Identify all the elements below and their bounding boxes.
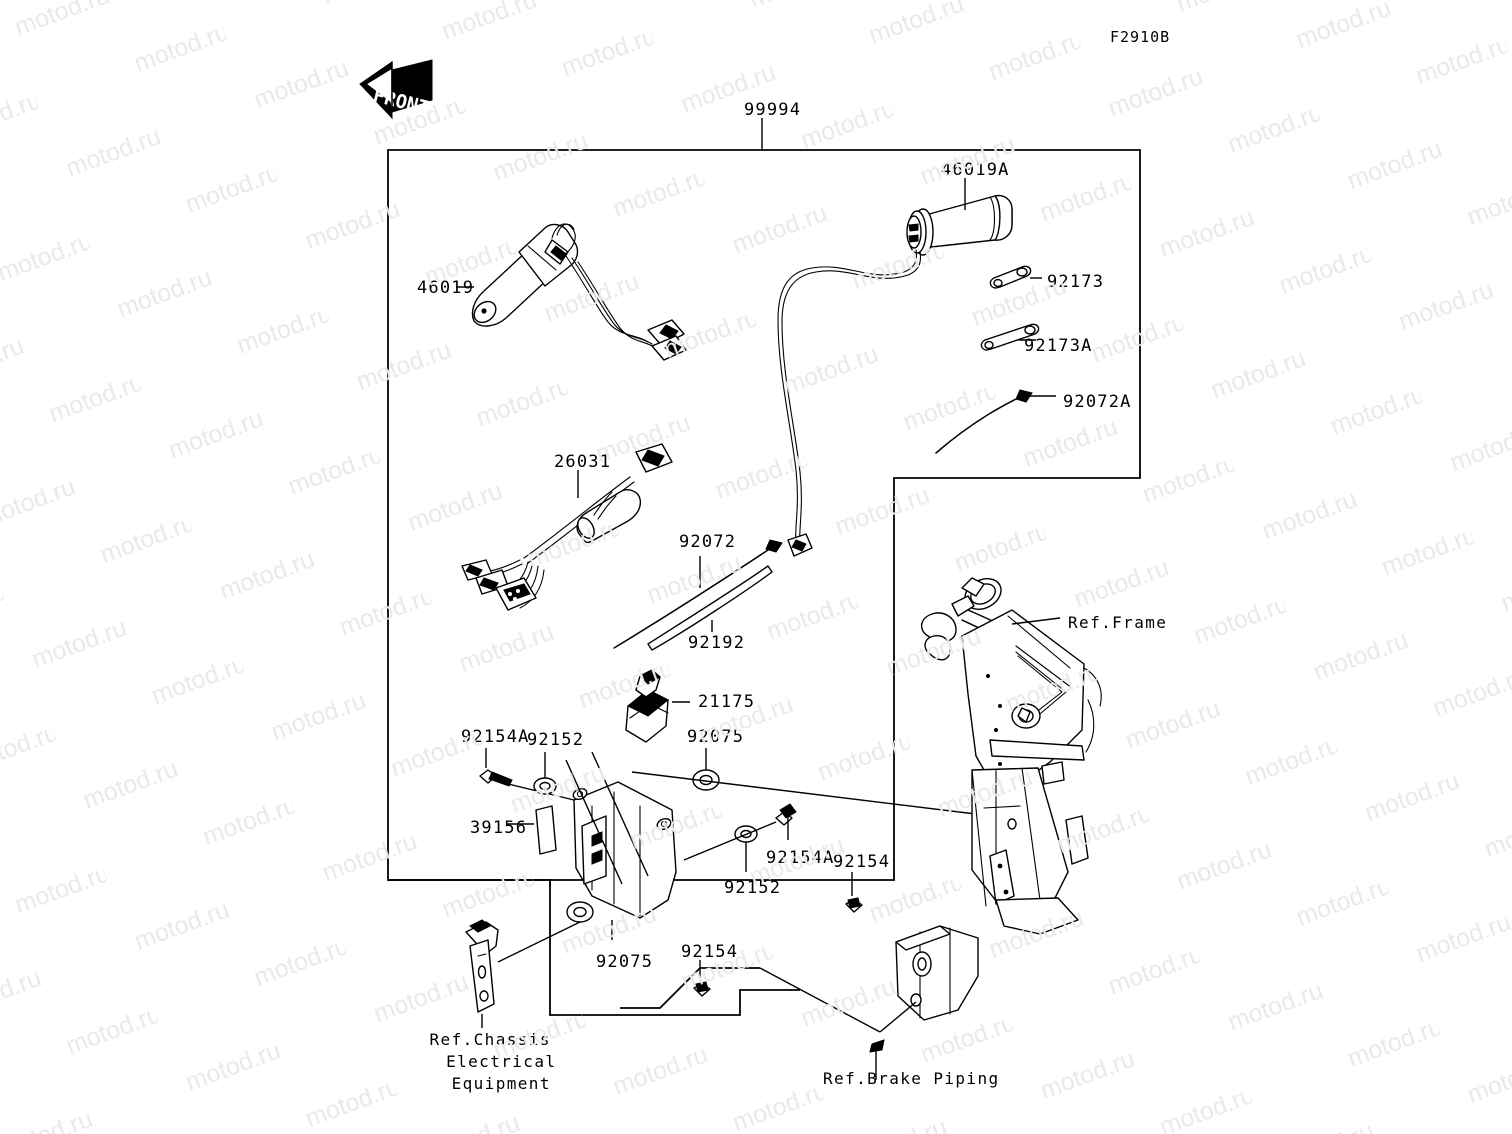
ref-chassis-line1: Ref.Chassis	[429, 1030, 551, 1049]
part-label-92152-upper: 92152	[527, 730, 585, 750]
ref-chassis-line2: Electrical	[424, 1052, 557, 1071]
part-label-92154A-lower: 92154A	[766, 848, 835, 868]
ref-label-chassis-electrical-equipment: Ref.Chassis Electrical Equipment	[424, 1029, 556, 1095]
part-label-92154A-upper: 92154A	[461, 727, 530, 747]
part-label-21175: 21175	[698, 692, 756, 712]
part-label-26031: 26031	[554, 452, 612, 472]
part-label-92154-right: 92154	[833, 852, 891, 872]
sheet-code: F2910B	[1110, 28, 1171, 46]
part-label-39156: 39156	[470, 818, 528, 838]
part-label-92154-bottom: 92154	[681, 942, 739, 962]
part-label-46019A: 46019A	[941, 160, 1010, 180]
ref-label-frame: Ref.Frame	[1068, 613, 1168, 632]
part-label-92075-upper: 92075	[687, 727, 745, 747]
part-label-92072A: 92072A	[1063, 392, 1132, 412]
part-label-92072: 92072	[679, 532, 737, 552]
part-label-92192: 92192	[688, 633, 746, 653]
part-label-99994: 99994	[744, 100, 802, 120]
part-label-92173: 92173	[1047, 272, 1105, 292]
part-label-92075-lower: 92075	[596, 952, 654, 972]
part-label-46019: 46019	[417, 278, 475, 298]
part-label-92173A: 92173A	[1024, 336, 1093, 356]
ref-label-brake-piping: Ref.Brake Piping	[823, 1069, 1000, 1088]
ref-chassis-line3: Equipment	[429, 1074, 551, 1093]
part-label-92152-lower: 92152	[724, 878, 782, 898]
